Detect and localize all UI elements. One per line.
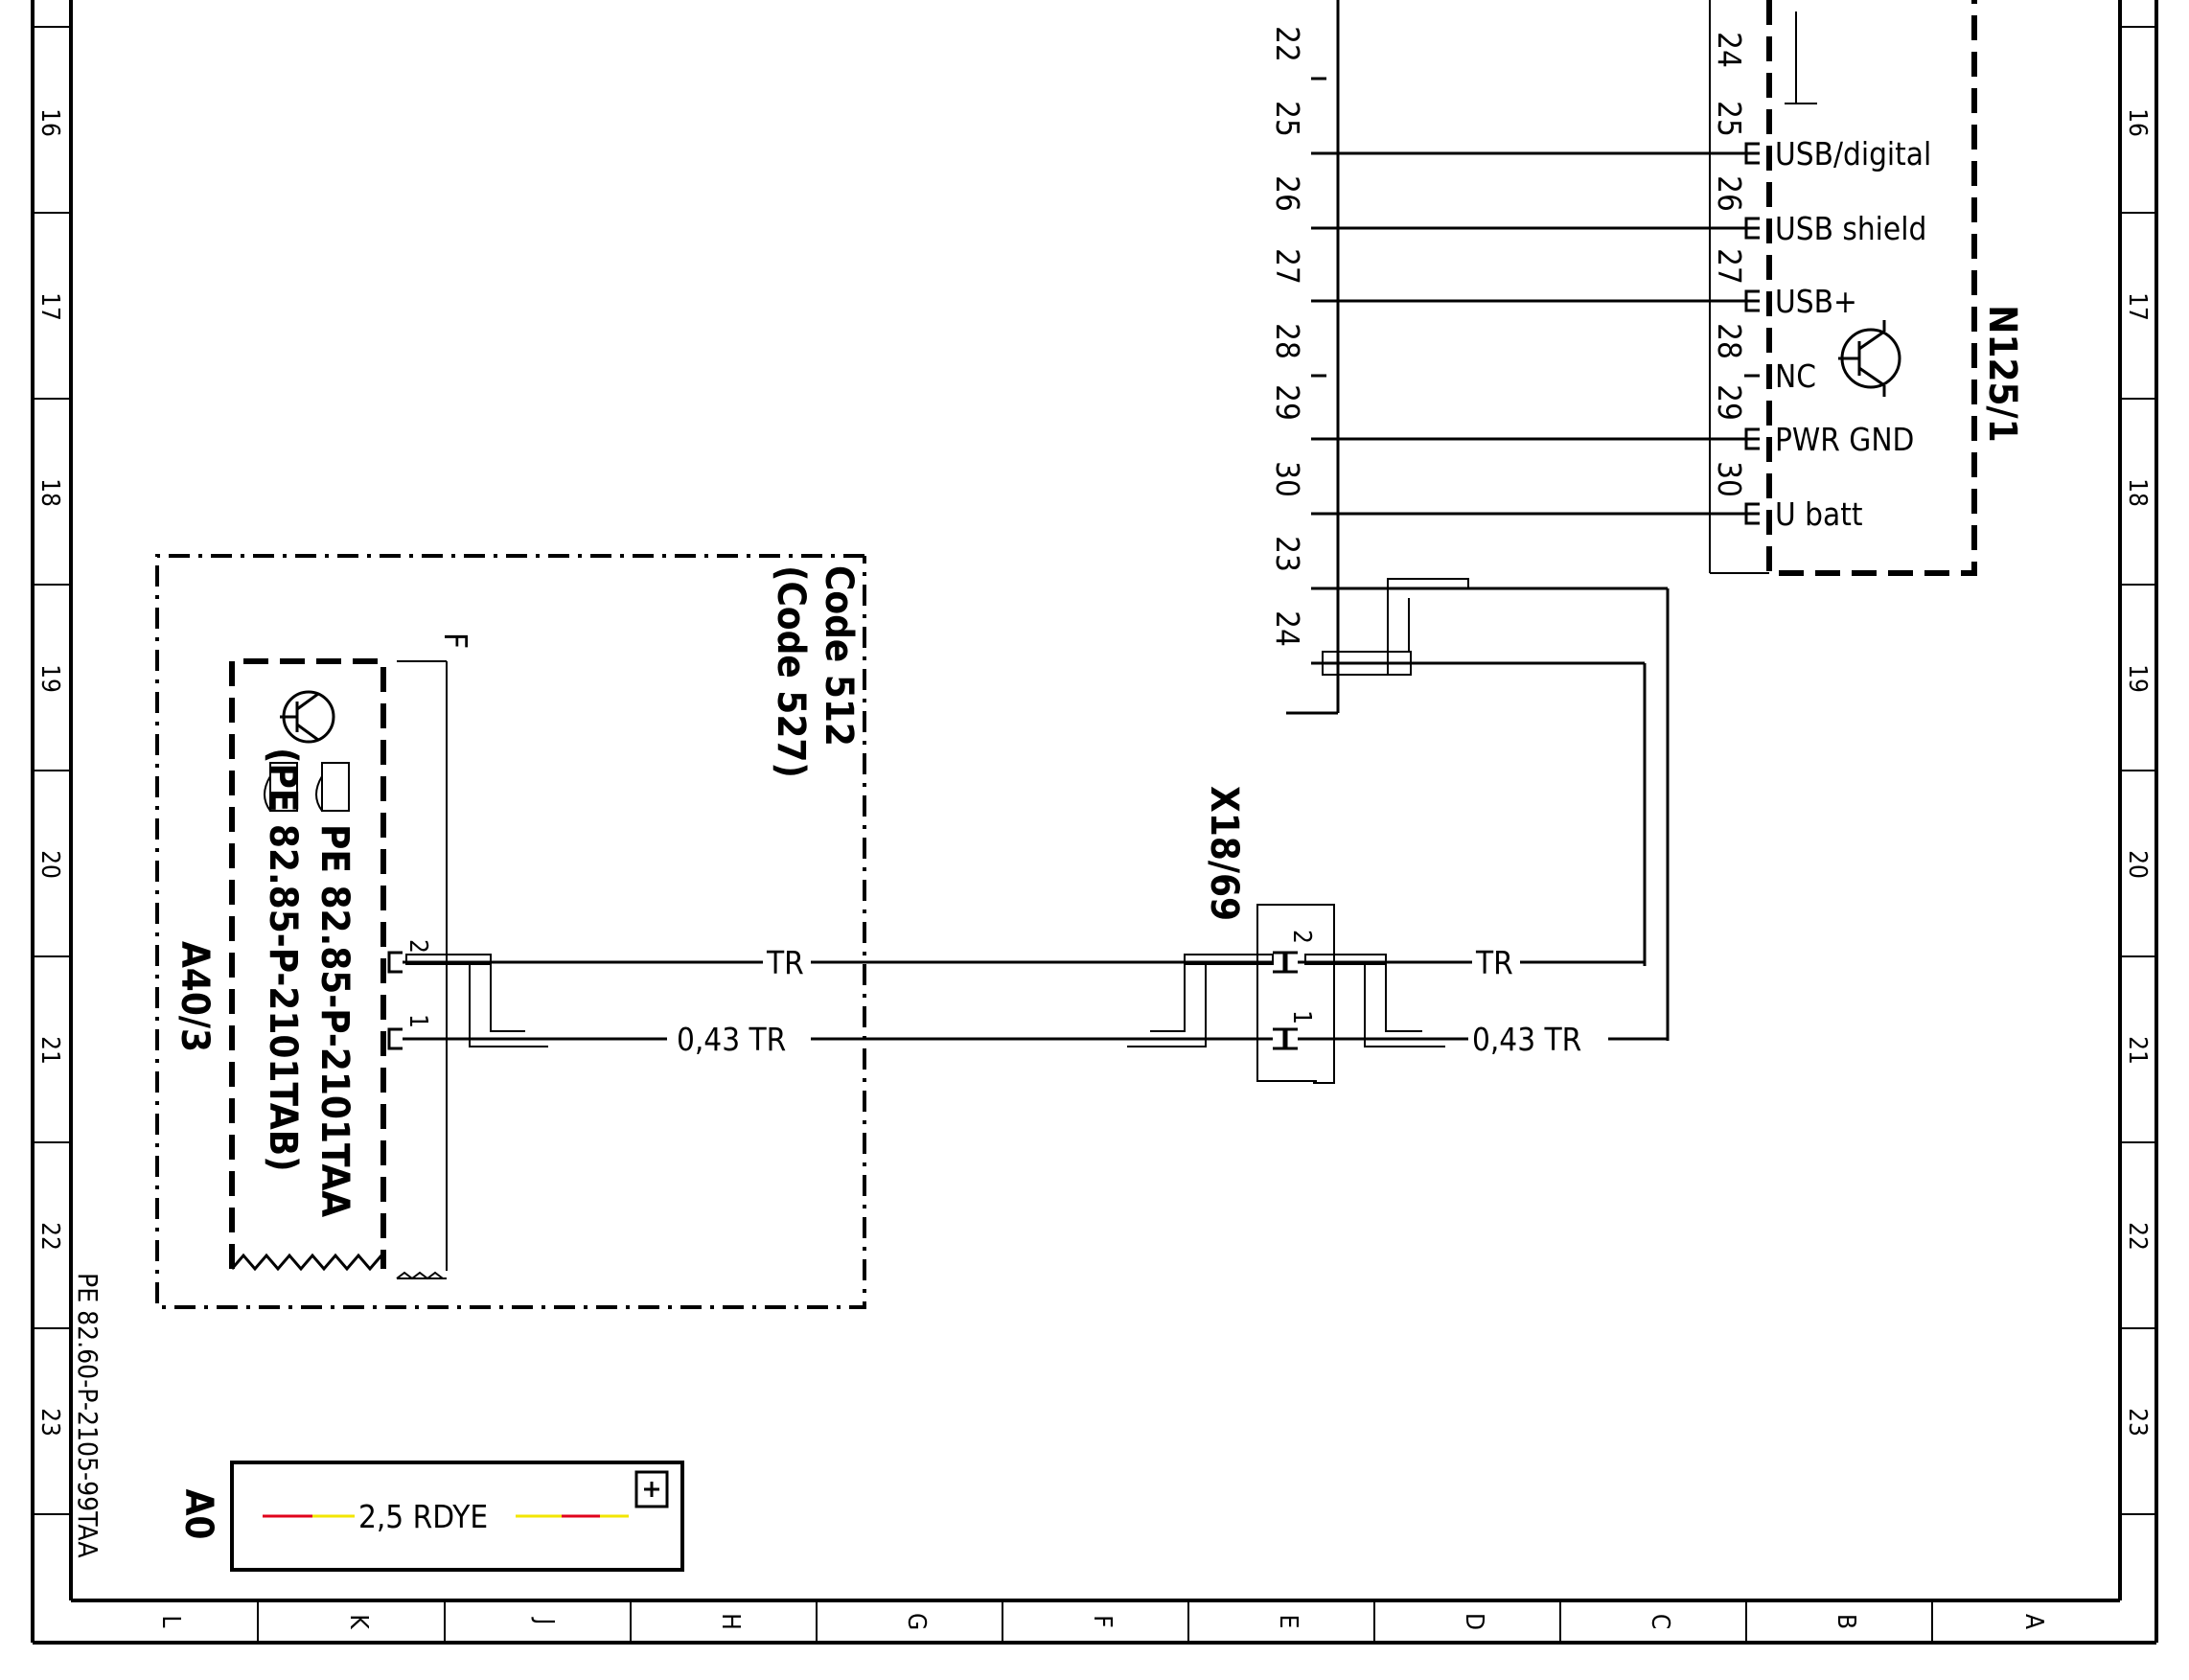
column-label: D: [1460, 1613, 1488, 1630]
n125-pin-label: USB shield: [1775, 210, 1926, 247]
column-labels: L K J H G F E D C B A: [156, 1613, 2048, 1630]
a40-code-secondary: (Code 527): [769, 565, 813, 778]
doc-reference: PE 82.60-P-2105-99TAA: [72, 1273, 104, 1558]
ecu-pin-number: 29: [1269, 384, 1306, 421]
column-label: H: [716, 1613, 745, 1630]
column-label: C: [1646, 1614, 1674, 1629]
x18-connector: 2 1 X18/69: [1202, 786, 1335, 1084]
row-label: 20: [2123, 850, 2152, 879]
row-label: 16: [35, 108, 64, 137]
row-label: 22: [35, 1222, 64, 1251]
wires-x18-right: TR 0,43 TR: [1298, 944, 1668, 1058]
legend-prefix: A0: [176, 1489, 220, 1540]
ecu-pin-number: 23: [1269, 536, 1306, 572]
n125-pin-label: PWR GND: [1775, 421, 1914, 458]
n125-pin-number: 25: [1711, 101, 1748, 137]
row-label: 21: [2123, 1036, 2152, 1065]
n125-pin-number: 27: [1711, 248, 1748, 285]
wire-label: 0,43 TR: [677, 1021, 786, 1058]
row-label: 18: [2123, 478, 2152, 507]
wire-label: 0,43 TR: [1472, 1021, 1581, 1058]
a40-ref-primary: PE 82.85-P-2101TAA: [312, 824, 357, 1217]
row-label: 23: [2123, 1408, 2152, 1437]
row-label: 22: [2123, 1222, 2152, 1251]
a40-pin-number: 2: [403, 939, 432, 954]
n125-pin-number: 28: [1711, 323, 1748, 359]
column-label: G: [902, 1613, 931, 1630]
column-label: L: [156, 1615, 185, 1627]
column-label: K: [344, 1614, 373, 1629]
row-label: 19: [2123, 664, 2152, 693]
twisted-pair-right: [1322, 578, 1670, 1041]
hand-pointer-icon: [264, 762, 350, 812]
ecu-pin-number: 22: [1269, 26, 1306, 62]
x18-name: X18/69: [1202, 786, 1246, 921]
wire-legend: A0 2,5 RDYE: [176, 1461, 684, 1572]
column-label: J: [530, 1617, 559, 1625]
arrow-down-icon: [1785, 12, 1817, 104]
row-labels-left: 16 17 18 19 20 21 22 23: [35, 108, 64, 1437]
n125-name: N125/1: [1980, 305, 2024, 442]
n125-pin-label: USB/digital: [1775, 135, 1931, 173]
a40-code-primary: Code 512: [817, 565, 861, 747]
n125-pin-label: USB+: [1775, 283, 1857, 320]
transistor-icon: [1838, 320, 1901, 397]
column-label: F: [1088, 1615, 1117, 1627]
wire-label: TR: [766, 944, 804, 981]
row-label: 19: [35, 664, 64, 693]
ecu-pin-number: 28: [1269, 323, 1306, 359]
ecu-connector: 22 25 26 27 28 29 30 23 24: [1269, 0, 1340, 715]
n125-pin-number: 24: [1711, 32, 1748, 68]
row-label: 16: [2123, 108, 2152, 137]
sheet-frame: [31, 0, 2158, 1645]
ecu-pin-number: 24: [1269, 610, 1306, 647]
row-labels-right: 16 17 18 19 20 21 22 23: [2123, 108, 2152, 1437]
n125-pin-label: U batt: [1775, 495, 1862, 533]
row-label: 20: [35, 850, 64, 879]
a40-module: Code 512 (Code 527) PE 82.85-P-2101TAA (…: [155, 554, 866, 1309]
n125-pin-number: 29: [1711, 384, 1748, 421]
row-label: 21: [35, 1036, 64, 1065]
usb-wires: [1326, 151, 1760, 516]
ecu-pin-number: 26: [1269, 175, 1306, 212]
a40-ref-secondary: (PE 82.85-P-2101TAB): [261, 748, 305, 1172]
x18-pin-number: 2: [1287, 930, 1316, 944]
transistor-icon: [280, 690, 335, 744]
row-label: 18: [35, 478, 64, 507]
legend-label: 2,5 RDYE: [358, 1498, 488, 1535]
a40-name: A40/3: [173, 941, 217, 1052]
row-label: 17: [2123, 292, 2152, 321]
ecu-pin-number: 25: [1269, 101, 1306, 137]
info-icon: [634, 1470, 669, 1508]
n125-pin-number: 30: [1711, 461, 1748, 497]
n125-pin-label: NC: [1775, 357, 1816, 395]
wire-label: TR: [1475, 944, 1513, 981]
row-label: 23: [35, 1408, 64, 1437]
column-label: A: [2019, 1614, 2048, 1629]
n125-pin-number: 26: [1711, 175, 1748, 212]
a40-shield-mark: F: [437, 633, 474, 649]
ecu-pin-number: 27: [1269, 248, 1306, 285]
ecu-pin-number: 30: [1269, 461, 1306, 497]
column-label: B: [1832, 1614, 1860, 1629]
row-label: 17: [35, 292, 64, 321]
x18-pin-number: 1: [1287, 1010, 1316, 1024]
n125-module: 24 25 26 27 28 29 30 USB/digital USB shi…: [1709, 0, 2024, 576]
column-label: E: [1274, 1615, 1302, 1629]
a40-pin-number: 1: [403, 1014, 432, 1028]
wires-a40-x18: TR 0,43 TR: [403, 944, 1274, 1058]
